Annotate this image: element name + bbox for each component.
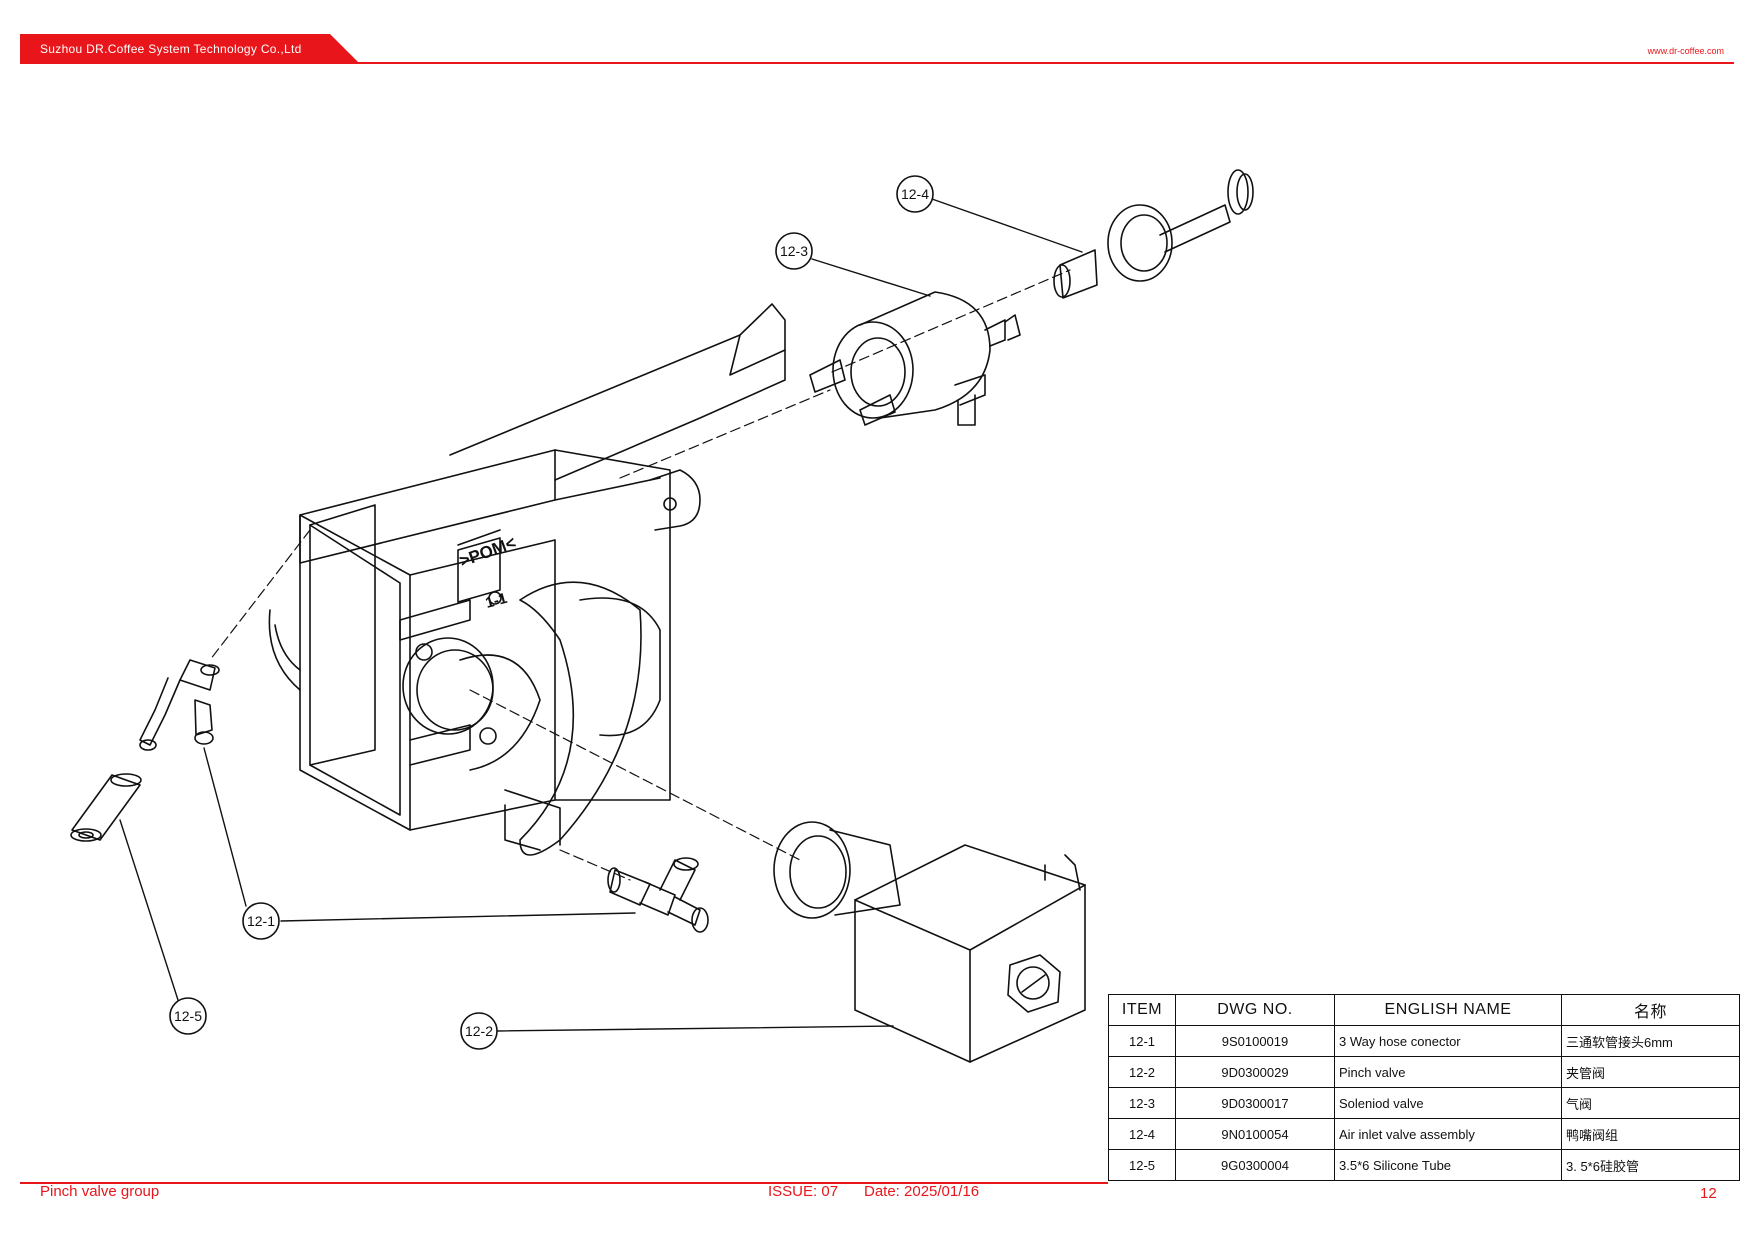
dwg-cell: 9G0300004 [1175,1149,1335,1181]
table-row: 12-5 9G0300004 3.5*6 Silicone Tube 3. 5*… [1108,1149,1740,1181]
company-name: Suzhou DR.Coffee System Technology Co.,L… [40,42,302,56]
parts-table: ITEM DWG NO. ENGLISH NAME 名称 12-1 9S0100… [1108,994,1740,1181]
english-cell: Soleniod valve [1334,1087,1562,1119]
col-item: ITEM [1108,994,1176,1026]
col-dwg-no: DWG NO. [1175,994,1335,1026]
page-number: 12 [1700,1185,1717,1202]
col-english-name: ENGLISH NAME [1334,994,1562,1026]
footer-issue: ISSUE: 07 [768,1183,839,1200]
callout-12-3: 12-3 [775,232,813,270]
header-rule [20,62,1734,64]
dwg-cell: 9D0300017 [1175,1087,1335,1119]
assembly-lines [209,269,1071,881]
dwg-cell: 9S0100019 [1175,1025,1335,1057]
callout-12-5: 12-5 [169,997,207,1035]
callout-12-2: 12-2 [460,1012,498,1050]
english-cell: 3 Way hose conector [1334,1025,1562,1057]
footer-title: Pinch valve group [40,1183,160,1200]
pinch-valve-drawing [773,821,1086,1063]
item-cell: 12-5 [1108,1149,1176,1181]
table-header-row: ITEM DWG NO. ENGLISH NAME 名称 [1108,994,1740,1026]
item-cell: 12-4 [1108,1118,1176,1150]
svg-text:12-1: 12-1 [247,913,275,929]
leader-lines [119,198,1083,1032]
table-row: 12-2 9D0300029 Pinch valve 夹管阀 [1108,1056,1740,1088]
table-row: 12-4 9N0100054 Air inlet valve assembly … [1108,1118,1740,1150]
english-cell: Air inlet valve assembly [1334,1118,1562,1150]
chinese-cell: 三通软管接头6mm [1561,1025,1740,1057]
chinese-cell: 3. 5*6硅胶管 [1561,1149,1740,1181]
table-row: 12-3 9D0300017 Soleniod valve 气阀 [1108,1087,1740,1119]
svg-text:12-3: 12-3 [780,243,808,259]
website-link[interactable]: www.dr-coffee.com [1647,46,1724,56]
callout-12-4: 12-4 [896,175,934,213]
item-cell: 12-2 [1108,1056,1176,1088]
chinese-cell: 夹管阀 [1561,1056,1740,1088]
dwg-cell: 9N0100054 [1175,1118,1335,1150]
chinese-cell: 鸭嘴阀组 [1561,1118,1740,1150]
silicone-tube-drawing [70,773,142,842]
header-banner [20,34,360,64]
chinese-cell: 气阀 [1561,1087,1740,1119]
svg-text:12-4: 12-4 [901,186,929,202]
table-row: 12-1 9S0100019 3 Way hose conector 三通软管接… [1108,1025,1740,1057]
pom-mark: >POM< [457,533,519,571]
footer-date: Date: 2025/01/16 [864,1183,980,1200]
footer-rule [20,1182,1108,1184]
part-mark: 1-1 [484,590,509,612]
col-chinese-name: 名称 [1561,994,1740,1026]
english-cell: 3.5*6 Silicone Tube [1334,1149,1562,1181]
bracket-housing [268,303,786,856]
dwg-cell: 9D0300029 [1175,1056,1335,1088]
air-inlet-valve-drawing [1053,169,1254,299]
svg-text:12-5: 12-5 [174,1008,202,1024]
item-cell: 12-1 [1108,1025,1176,1057]
item-cell: 12-3 [1108,1087,1176,1119]
hose-connector-lower-drawing [607,857,709,933]
solenoid-valve-drawing [809,291,1021,426]
callout-12-1: 12-1 [242,902,280,940]
english-cell: Pinch valve [1334,1056,1562,1088]
hose-connector-upper-drawing [139,659,220,751]
svg-text:12-2: 12-2 [465,1023,493,1039]
